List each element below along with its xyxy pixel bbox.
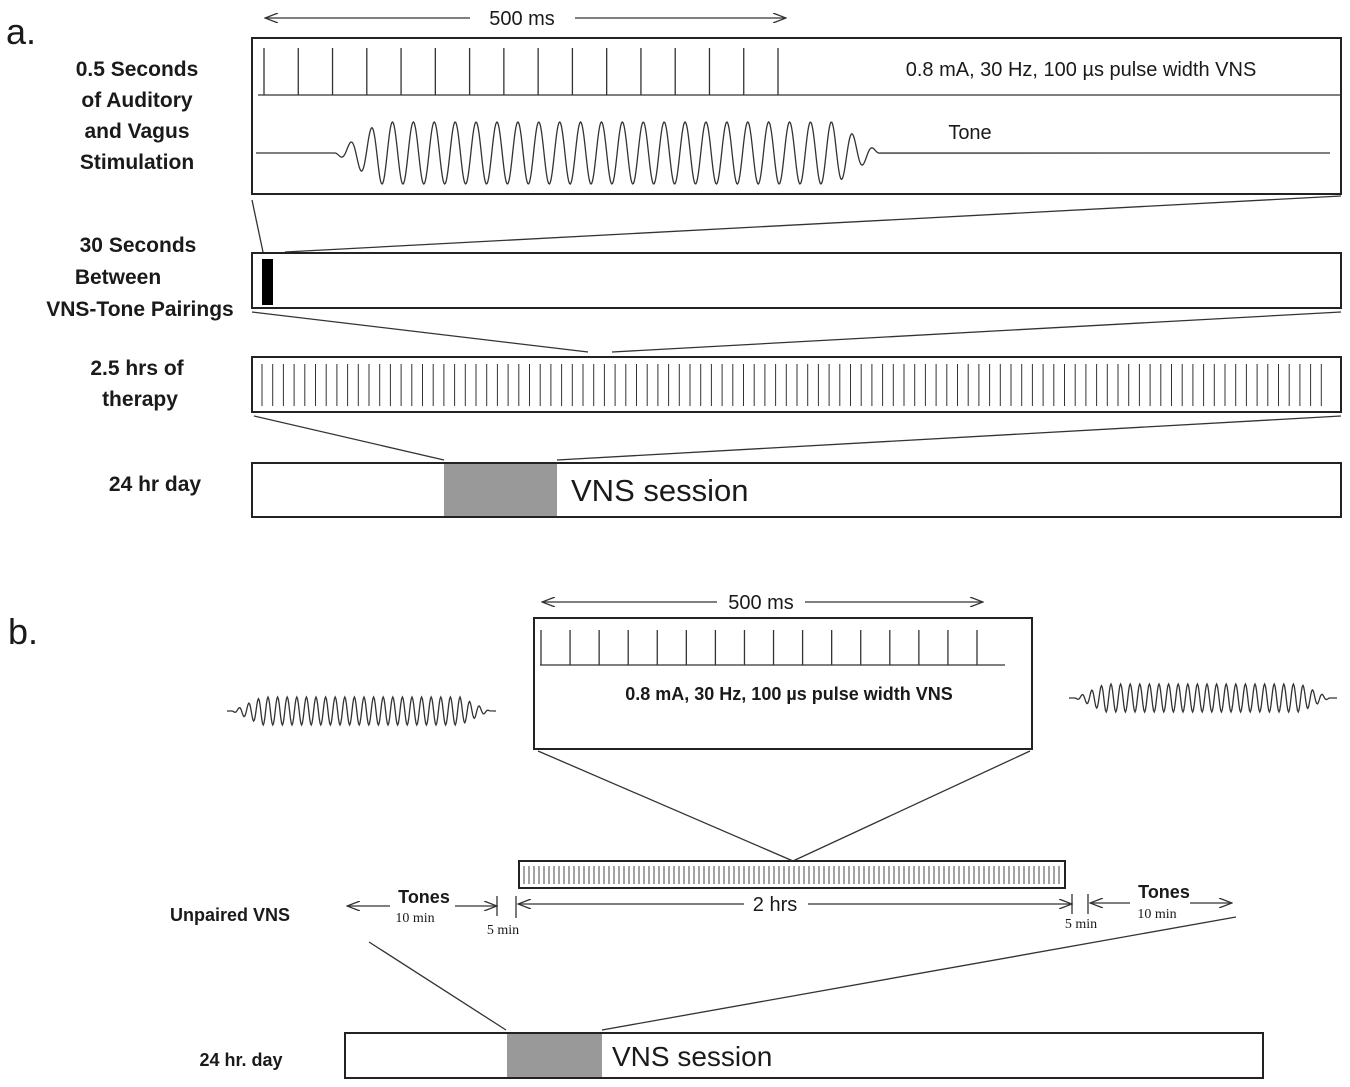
b-gap-left: 5 min	[487, 923, 519, 938]
b-zoom-day-right	[601, 916, 1237, 1031]
b-vns-pulse-train	[540, 630, 978, 665]
b-day-box	[344, 1032, 1264, 1079]
a-therapy-pairings	[261, 364, 1322, 406]
a-zoom-line-3-left	[253, 415, 445, 461]
a-zoom-line-2-left	[251, 311, 589, 353]
b-zoom-line-left	[537, 750, 794, 862]
a-interval-box	[251, 252, 1342, 309]
a-vns-pulse-train	[263, 48, 779, 95]
b-unpaired-label: Unpaired VNS	[170, 905, 290, 925]
a-session-label: VNS session	[571, 473, 748, 508]
b-gap-right: 5 min	[1065, 917, 1097, 932]
a-day-box	[251, 462, 1342, 518]
a-tone-waveform	[256, 121, 1331, 185]
a-therapy-label-line-2: therapy	[102, 388, 178, 411]
a-duration-label: 500 ms	[489, 8, 555, 30]
panel-b-letter: b.	[8, 611, 38, 652]
b-session-strip	[518, 860, 1066, 889]
b-main-duration: 2 hrs	[753, 894, 797, 916]
a-zoom-line-3-right	[556, 415, 1342, 461]
a-stim-label-line-4: Stimulation	[80, 151, 194, 174]
a-between-label-line-2: Between	[75, 266, 161, 289]
b-vns-params: 0.8 mA, 30 Hz, 100 µs pulse width VNS	[625, 684, 952, 704]
b-tones-right-duration: 10 min	[1137, 907, 1176, 922]
a-stim-label: 0.5 Seconds of Auditory and Vagus Stimul…	[76, 58, 199, 174]
a-between-label-line-3: VNS-Tone Pairings	[46, 298, 233, 321]
b-tone-waveform-left	[227, 695, 497, 727]
a-stim-label-line-2: of Auditory	[81, 89, 193, 112]
b-day-label: 24 hr. day	[199, 1050, 282, 1070]
a-vns-params: 0.8 mA, 30 Hz, 100 µs pulse width VNS	[906, 59, 1257, 81]
a-between-label-line-1: 30 Seconds	[80, 234, 197, 257]
b-session-block	[507, 1034, 602, 1077]
a-between-label: 30 Seconds Between VNS-Tone Pairings	[46, 234, 233, 321]
b-session-label: VNS session	[612, 1041, 772, 1072]
b-session-pairings	[523, 866, 1060, 884]
a-pairing-marker	[262, 259, 273, 305]
a-zoom-line-1-left	[251, 199, 264, 253]
b-tones-right-label: Tones	[1138, 882, 1190, 902]
a-zoom-line-1-right	[284, 195, 1342, 253]
b-tones-left-label: Tones	[398, 887, 450, 907]
a-tone-label: Tone	[948, 122, 991, 144]
a-session-block	[444, 464, 557, 516]
b-tones-left-duration: 10 min	[395, 911, 434, 926]
b-zoom-line-right	[792, 750, 1031, 862]
a-stim-label-line-1: 0.5 Seconds	[76, 58, 199, 81]
a-zoom-line-2-right	[611, 311, 1342, 353]
b-vns-box	[533, 617, 1033, 750]
b-tone-waveform-right	[1069, 682, 1337, 714]
panel-a-letter: a.	[6, 11, 36, 52]
a-therapy-label: 2.5 hrs of therapy	[90, 357, 184, 411]
b-duration-label: 500 ms	[728, 592, 794, 614]
a-therapy-label-line-1: 2.5 hrs of	[90, 357, 184, 380]
b-zoom-day-left	[368, 941, 507, 1031]
a-day-label: 24 hr day	[109, 473, 202, 496]
a-stim-label-line-3: and Vagus	[84, 120, 189, 143]
